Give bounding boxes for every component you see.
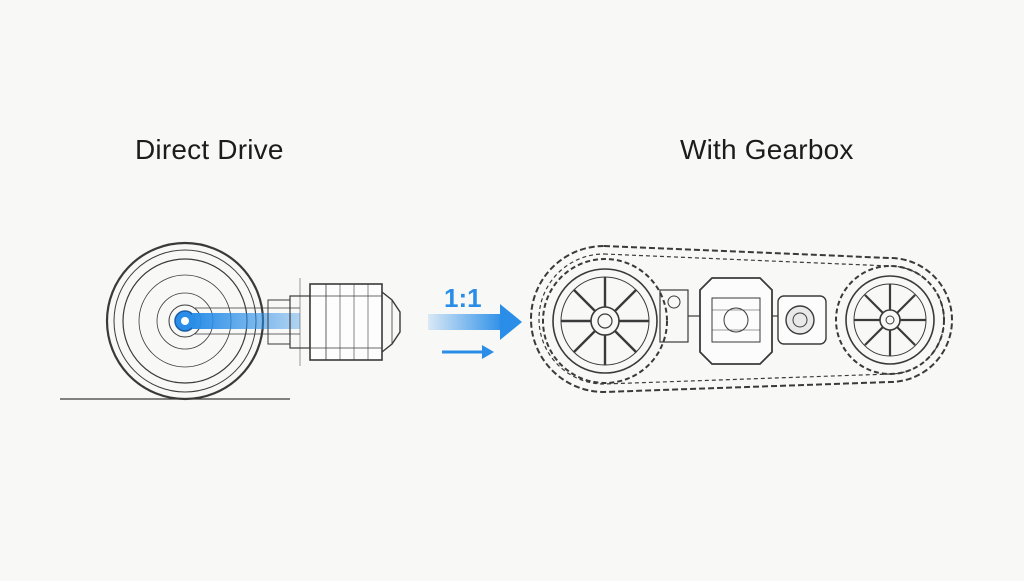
direct-drive-label: Direct Drive <box>135 134 284 165</box>
gear-ratio-label: 1:1 <box>444 283 482 313</box>
motor-icon <box>267 278 401 366</box>
sprocket-icon <box>542 258 668 384</box>
drive-shaft-beam <box>192 313 300 329</box>
sprocket-icon-right <box>835 265 945 375</box>
with-gearbox-label: With Gearbox <box>680 134 854 165</box>
gearbox-icon <box>659 277 827 365</box>
drive-arrow-icon <box>428 304 522 359</box>
